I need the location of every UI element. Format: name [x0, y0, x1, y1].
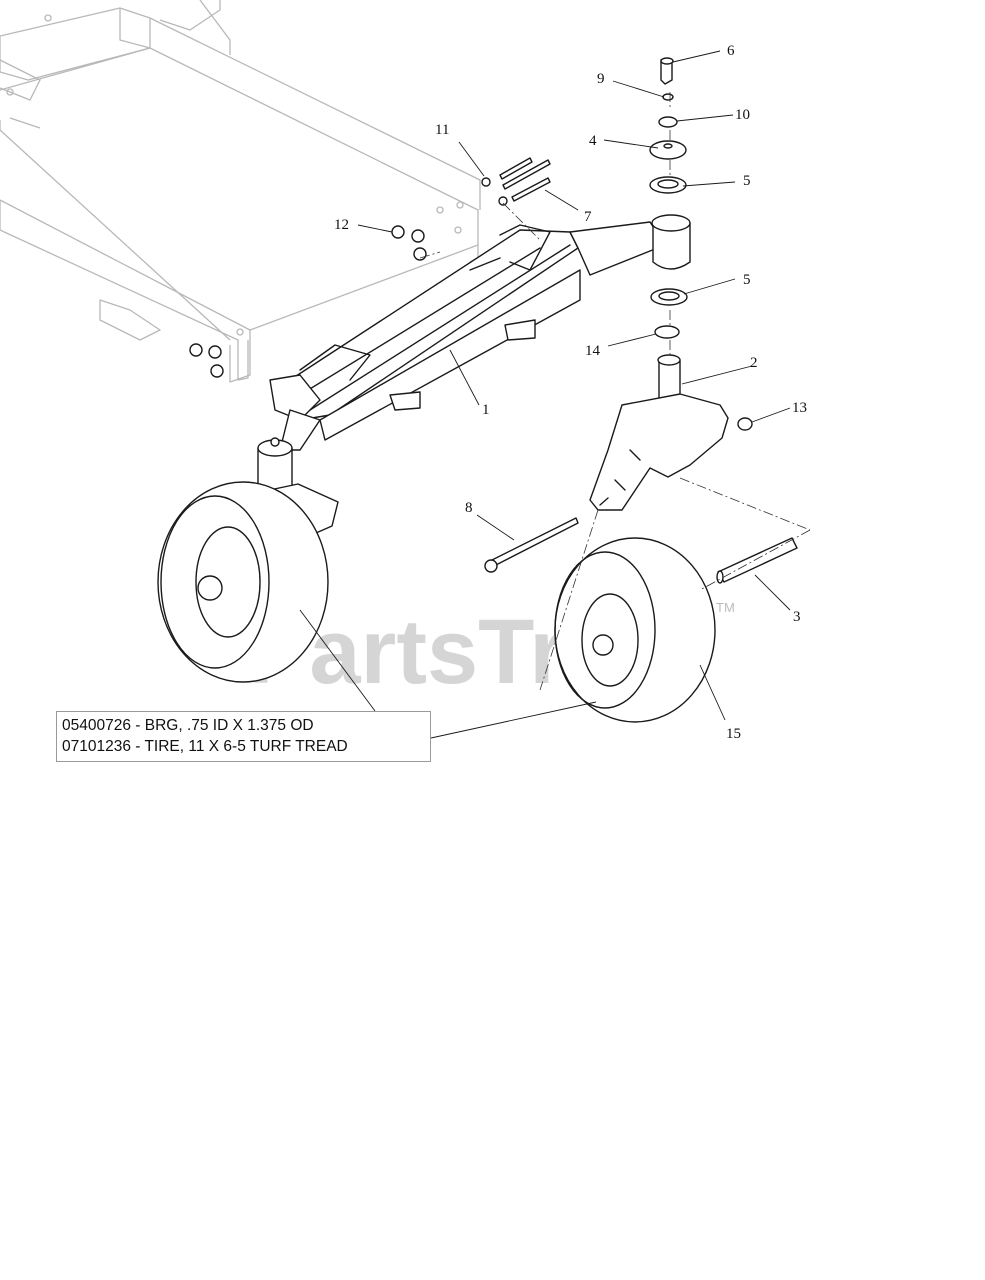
callouts: 1 2 3 4 5 5 6 7 8 9 10 11 12 13 14 15 — [334, 43, 807, 742]
part-note-box: 05400726 - BRG, .75 ID X 1.375 OD 071012… — [56, 711, 431, 762]
watermark-tm: TM — [716, 600, 735, 615]
callout-11: 11 — [435, 122, 449, 138]
hex-nuts — [391, 225, 427, 261]
callout-10: 10 — [735, 107, 750, 123]
callout-12: 12 — [334, 217, 349, 233]
assembly-lines — [419, 92, 811, 691]
callout-8: 8 — [465, 500, 473, 516]
right-wheel — [554, 537, 716, 723]
callout-3: 3 — [793, 609, 801, 625]
callout-7: 7 — [584, 209, 592, 225]
mower-frame — [0, 0, 481, 383]
bolts-and-washers — [481, 157, 551, 206]
caster-fork — [589, 354, 729, 511]
pivot-tube — [651, 214, 691, 270]
note-tire: 07101236 - TIRE, 11 X 6-5 TURF TREAD — [62, 738, 348, 755]
left-caster-assembly — [157, 437, 339, 683]
callout-5-bottom: 5 — [743, 272, 751, 288]
callout-15: 15 — [726, 726, 741, 742]
callout-9: 9 — [597, 71, 605, 87]
spacer-tube — [716, 537, 798, 584]
callout-14: 14 — [585, 343, 601, 359]
callout-13: 13 — [792, 400, 807, 416]
callout-4: 4 — [589, 133, 597, 149]
callout-1: 1 — [482, 402, 490, 418]
pivot-hardware-stack — [649, 57, 753, 431]
callout-6: 6 — [727, 43, 735, 59]
long-bolt — [484, 517, 579, 573]
axle-beam — [269, 221, 666, 451]
frame-bolts — [189, 343, 224, 378]
callout-5-top: 5 — [743, 173, 751, 189]
callout-2: 2 — [750, 355, 758, 371]
leader-lines — [299, 50, 791, 739]
note-bearing: 05400726 - BRG, .75 ID X 1.375 OD — [62, 717, 314, 734]
